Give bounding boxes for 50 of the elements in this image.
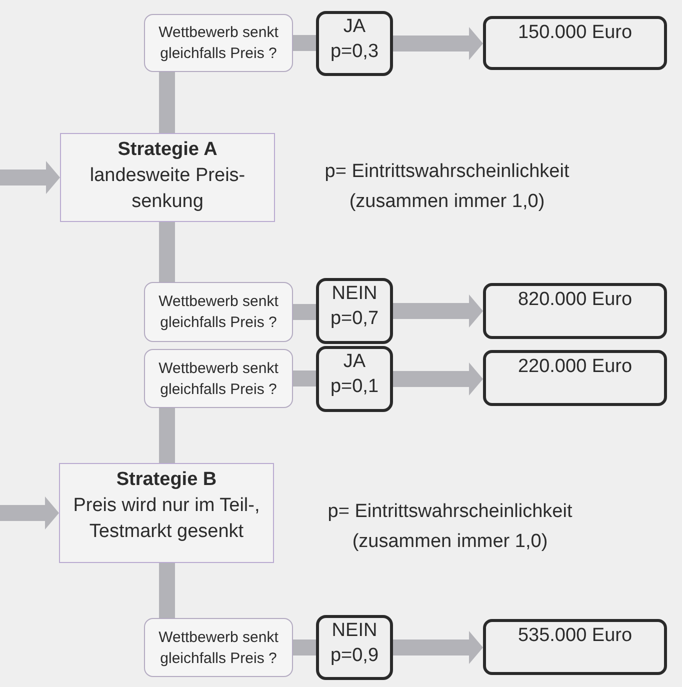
- question-box: [144, 618, 293, 677]
- question-box: [144, 282, 293, 342]
- probability-box: [316, 278, 393, 344]
- strategy-box: [59, 463, 274, 563]
- result-box: [483, 350, 667, 406]
- result-box: [483, 16, 667, 70]
- arrow: [393, 631, 483, 664]
- probability-label: p=0,1: [330, 375, 379, 399]
- amount-text: 535.000 Euro: [518, 624, 632, 648]
- connector-bar: [159, 408, 175, 463]
- connector-bar: [159, 563, 175, 618]
- connector-bar: [293, 304, 316, 320]
- probability-box: [316, 11, 393, 76]
- strategy-title: Strategie B: [116, 468, 217, 492]
- probability-label: p=0,7: [330, 307, 379, 331]
- answer-label: JA: [343, 350, 366, 374]
- arrow: [393, 362, 483, 396]
- strategy-description: landesweite Preis- senkung: [88, 164, 246, 214]
- question-box: [144, 349, 293, 408]
- arrow: [0, 496, 59, 530]
- connector-bar: [159, 72, 175, 133]
- strategy-box: [60, 133, 275, 222]
- connector-bar: [293, 640, 316, 656]
- result-box: [483, 283, 667, 339]
- question-text: Wettbewerb senkt gleichfalls Preis ?: [158, 292, 280, 333]
- arrow: [0, 161, 60, 194]
- question-text: Wettbewerb senkt gleichfalls Preis ?: [158, 358, 280, 400]
- connector-bar: [293, 370, 316, 386]
- strategy-title: Strategie A: [118, 138, 218, 162]
- amount-text: 150.000 Euro: [518, 21, 632, 45]
- question-text: Wettbewerb senkt gleichfalls Preis ?: [158, 628, 280, 668]
- amount-text: 820.000 Euro: [518, 288, 632, 312]
- answer-label: JA: [343, 15, 366, 39]
- probability-box: [316, 615, 393, 680]
- result-box: [483, 619, 667, 675]
- note-text: p= Eintrittswahrscheinlichkeit (zusammen immer 1,0): [326, 500, 574, 554]
- question-box: [144, 14, 293, 72]
- answer-label: NEIN: [332, 619, 378, 643]
- question-text: Wettbewerb senkt gleichfalls Preis ?: [158, 23, 280, 64]
- answer-label: NEIN: [332, 282, 378, 306]
- arrow: [393, 27, 483, 60]
- probability-label: p=0,3: [330, 40, 379, 64]
- arrow: [393, 294, 483, 328]
- connector-bar: [293, 35, 316, 51]
- strategy-description: Preis wird nur im Teil-, Testmarkt gesenkt: [72, 494, 261, 544]
- connector-bar: [159, 222, 175, 282]
- probability-label: p=0,9: [330, 644, 379, 668]
- note-text: p= Eintrittswahrscheinlichkeit (zusammen immer 1,0): [324, 160, 570, 214]
- amount-text: 220.000 Euro: [518, 355, 632, 379]
- probability-box: [316, 346, 393, 412]
